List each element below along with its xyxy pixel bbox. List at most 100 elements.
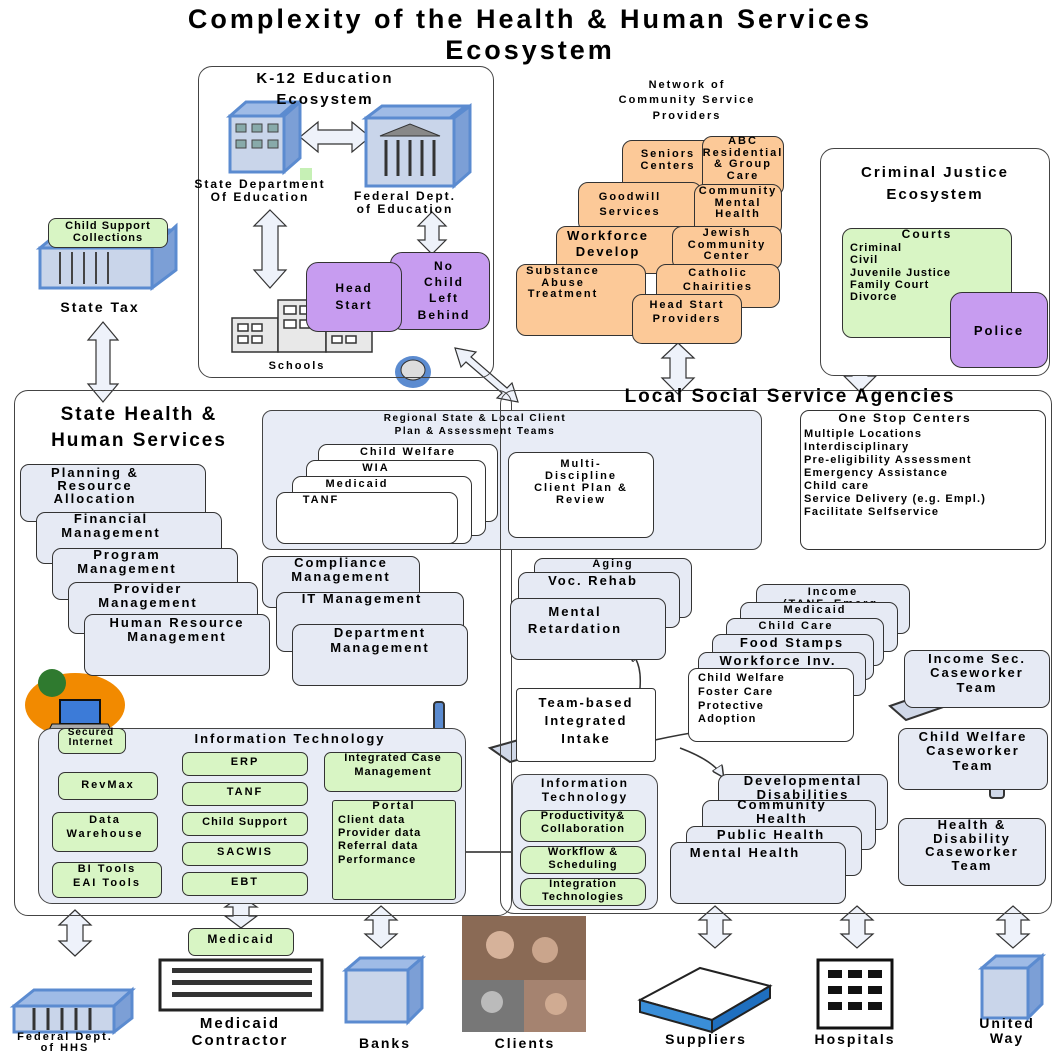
it-sacwis-label: SACWIS (217, 846, 273, 858)
state-dept-building-drawing (226, 98, 312, 180)
federal-education-building-drawing (361, 103, 472, 190)
it-secured-internet (58, 728, 126, 754)
provider-community-mental-health-label: Community Mental Health (698, 185, 778, 221)
banks-label: Banks (358, 1035, 412, 1051)
local-it-workflow-label: Workflow & Scheduling (547, 846, 619, 871)
mgmt-financial-label: Financial Management (61, 511, 161, 541)
federal-dept-education-label: Federal Dept. of Education (353, 189, 457, 217)
mgmt-department (292, 624, 468, 686)
head-start-box (306, 262, 402, 332)
svc-child-welfare-stack (688, 668, 854, 742)
program-medicaid-label: Medicaid (325, 478, 389, 490)
team-intake-label: Team-based Integrated Intake (538, 695, 634, 747)
it-revmax (58, 772, 158, 800)
police-box (950, 292, 1048, 368)
program-tanf (276, 492, 458, 544)
local-it-title: Information Technology (541, 776, 629, 805)
federal-hhs-building-drawing (9, 986, 136, 1036)
program-child-welfare-label: Child Welfare (359, 446, 457, 458)
team-child-welfare (898, 728, 1048, 790)
svc-workforce-inv-label: Workforce Inv. (719, 653, 837, 668)
it-ebt-label: EBT (231, 876, 259, 888)
it-tanf-label: TANF (226, 786, 264, 798)
provider-head-start-label: Head Start Providers (649, 299, 725, 326)
team-income-sec (904, 650, 1050, 708)
page-title: Complexity of the Health & Human Service… (187, 4, 873, 66)
mgmt-hr-label: Human Resource Management (109, 615, 245, 645)
state-tax-label: State Tax (60, 299, 140, 315)
it-sacwis (182, 842, 308, 866)
suppliers-building-drawing (637, 966, 773, 1034)
state-dept-education-label: State Department Of Education (194, 177, 326, 205)
suppliers-label: Suppliers (665, 1031, 747, 1047)
it-bi-eai-tools (52, 862, 162, 898)
community-network-title: Network of Community Service Providers (618, 79, 756, 122)
medicaid-contractor-label: Medicaid Contractor (191, 1015, 289, 1049)
double-arrow-state-tax (86, 321, 120, 403)
multi-discipline-label: Multi- Discipline Client Plan & Review (534, 458, 628, 507)
team-income-sec-label: Income Sec. Caseworker Team (928, 651, 1026, 695)
united-way-building-drawing (977, 952, 1047, 1022)
local-it-workflow (520, 846, 646, 874)
hospitals-label: Hospitals (814, 1031, 896, 1047)
it-secured-internet-label: Secured Internet (67, 727, 115, 748)
it-data-warehouse-label: Data Warehouse (66, 814, 144, 840)
svc-mental-retardation-label: Mental Retardation (527, 604, 623, 636)
one-stop-centers-title: One Stop Centers (838, 411, 972, 425)
program-wia-label: WIA (362, 462, 390, 474)
mgmt-it-label: IT Management (301, 591, 423, 606)
state-it-title: Information Technology (194, 731, 386, 746)
one-stop-centers-box (800, 410, 1046, 550)
it-child-support-label: Child Support (202, 816, 288, 828)
team-health-disability-label: Health & Disability Caseworker Team (925, 817, 1019, 873)
banks-building-drawing (341, 954, 427, 1026)
local-agencies-title: Local Social Service Agencies (624, 386, 956, 407)
double-arrow-bottom (57, 895, 1031, 957)
clients-label: Clients (494, 1035, 556, 1051)
criminal-justice-title: Criminal Justice Ecosystem (861, 164, 1009, 203)
head-start-label: Head Start (335, 281, 373, 312)
mgmt-program-label: Program Management (77, 547, 177, 577)
svc-child-welfare-list: Child Welfare Foster Care Protective Ado… (698, 672, 785, 726)
schools-label: Schools (268, 360, 326, 372)
svc-voc-rehab-label: Voc. Rehab (548, 573, 638, 588)
nclb-label: No Child Left Behind (417, 259, 471, 322)
regional-teams-title: Regional State & Local Client Plan & Ass… (383, 413, 567, 437)
mgmt-hr (84, 614, 270, 676)
provider-head-start (632, 294, 742, 344)
it-integrated-case-mgmt-label: Integrated Case Management (344, 752, 442, 778)
mgmt-planning-label: Planning & Resource Allocation (51, 465, 139, 506)
team-child-welfare-label: Child Welfare Caseworker Team (918, 729, 1028, 773)
it-erp-label: ERP (230, 756, 260, 768)
medicaid-tag-label: Medicaid (207, 932, 275, 946)
nclb-box (390, 252, 490, 330)
it-child-support (182, 812, 308, 836)
dish-drawing (395, 356, 431, 388)
hospitals-building-drawing (816, 958, 894, 1030)
provider-abc-residential-label: ABC Residential & Group Care (702, 135, 784, 182)
svc-mental-health-label: Mental Health (689, 845, 801, 860)
provider-catholic-chairities-label: Catholic Chairities (682, 267, 754, 294)
united-way-label: United Way (979, 1015, 1035, 1046)
mgmt-department-label: Department Management (330, 625, 430, 655)
svc-mental-retardation (510, 598, 666, 660)
multi-discipline-box (508, 452, 654, 538)
curved-arrow-down (679, 747, 722, 775)
local-it-integration-label: Integration Technologies (541, 878, 625, 903)
k12-title: K-12 Education Ecosystem (256, 70, 394, 108)
svc-child-care-label: Child Care (758, 620, 834, 632)
federal-hhs-label: Federal Dept. of HHS (17, 1031, 113, 1054)
it-portal-title: Portal (372, 800, 416, 812)
mgmt-compliance-label: Compliance Management (291, 555, 391, 585)
it-revmax-label: RevMax (81, 779, 135, 791)
it-tanf (182, 782, 308, 806)
medicaid-contractor-drawing (158, 958, 324, 1012)
provider-seniors-centers-label: Seniors Centers (640, 148, 696, 173)
it-ebt (182, 872, 308, 896)
medicaid-tag (188, 928, 294, 956)
child-support-collections-tag (48, 218, 168, 248)
provider-substance-abuse (516, 264, 646, 336)
state-hhs-title: State Health & Human Services (51, 404, 227, 451)
provider-jewish-community-label: Jewish Community Center (687, 227, 767, 263)
double-arrow-k12-schools (252, 209, 288, 289)
